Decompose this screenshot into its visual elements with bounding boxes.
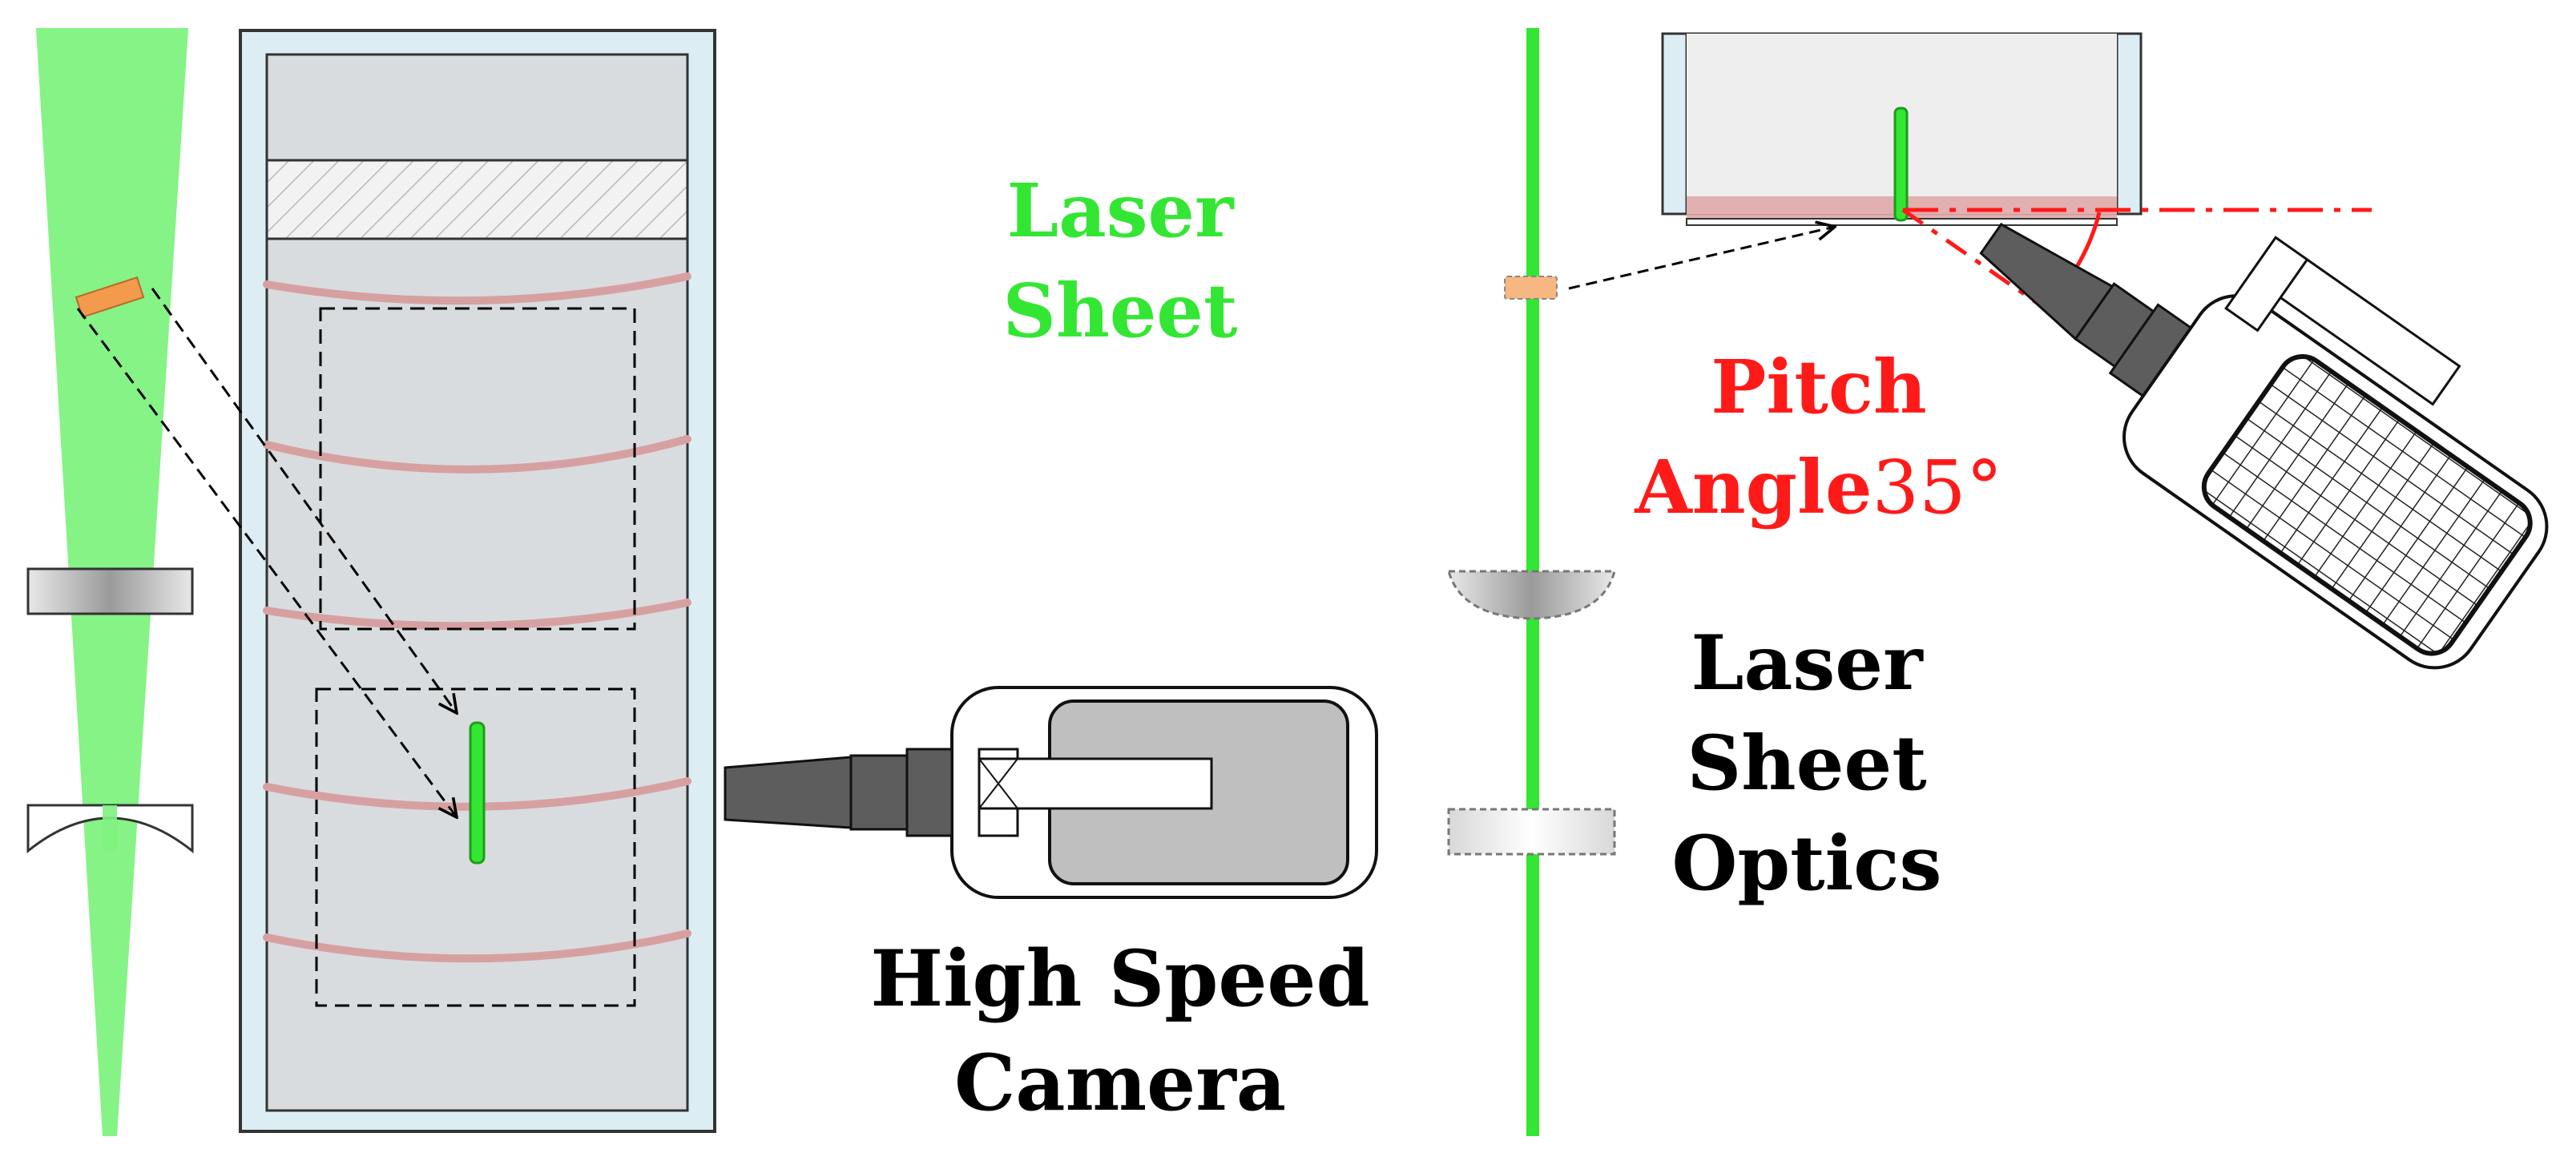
laser-sheet-label-line1: Laser	[1006, 167, 1235, 254]
plano-lens-icon	[26, 804, 194, 854]
high-speed-camera-label: High Speed Camera	[870, 933, 1369, 1128]
laser-sheet-label-line2: Sheet	[1003, 268, 1238, 354]
laser-sheet-optics-label: Laser Sheet Optics	[1672, 619, 1942, 908]
pitch-angle-label: Pitch Angle35°	[1634, 344, 2002, 530]
pitch-angle-word: Angle	[1634, 444, 1872, 530]
high-speed-camera-icon	[724, 686, 1378, 899]
side-tank	[1661, 32, 2143, 226]
projection-arrows	[76, 288, 457, 817]
pitch-angle-label-line1: Pitch	[1711, 344, 1927, 430]
particle-marker	[75, 276, 145, 318]
tilted-camera-icon	[1979, 223, 2549, 670]
optics-label-line3: Optics	[1672, 820, 1942, 908]
pitch-angle-value: 35°	[1873, 445, 2003, 530]
optics-label-line2: Sheet	[1687, 720, 1926, 808]
optics-label-line1: Laser	[1691, 619, 1924, 708]
side-lens-bottom	[1447, 808, 1616, 856]
laser-sheet-slice	[469, 721, 486, 865]
side-projection-arrow	[1568, 227, 1835, 290]
water-tank	[239, 29, 716, 1133]
field-of-view-boxes	[315, 307, 636, 1007]
high-speed-camera-label-line2: Camera	[954, 1038, 1286, 1128]
high-speed-camera-label-line1: High Speed	[870, 933, 1369, 1024]
pitch-angle-label-line2: Angle35°	[1634, 444, 2002, 530]
side-particle-marker	[1504, 276, 1558, 300]
concave-lens-icon	[26, 567, 194, 615]
side-lens-top	[1447, 570, 1616, 620]
laser-sheet-label: Laser Sheet	[1003, 167, 1238, 354]
